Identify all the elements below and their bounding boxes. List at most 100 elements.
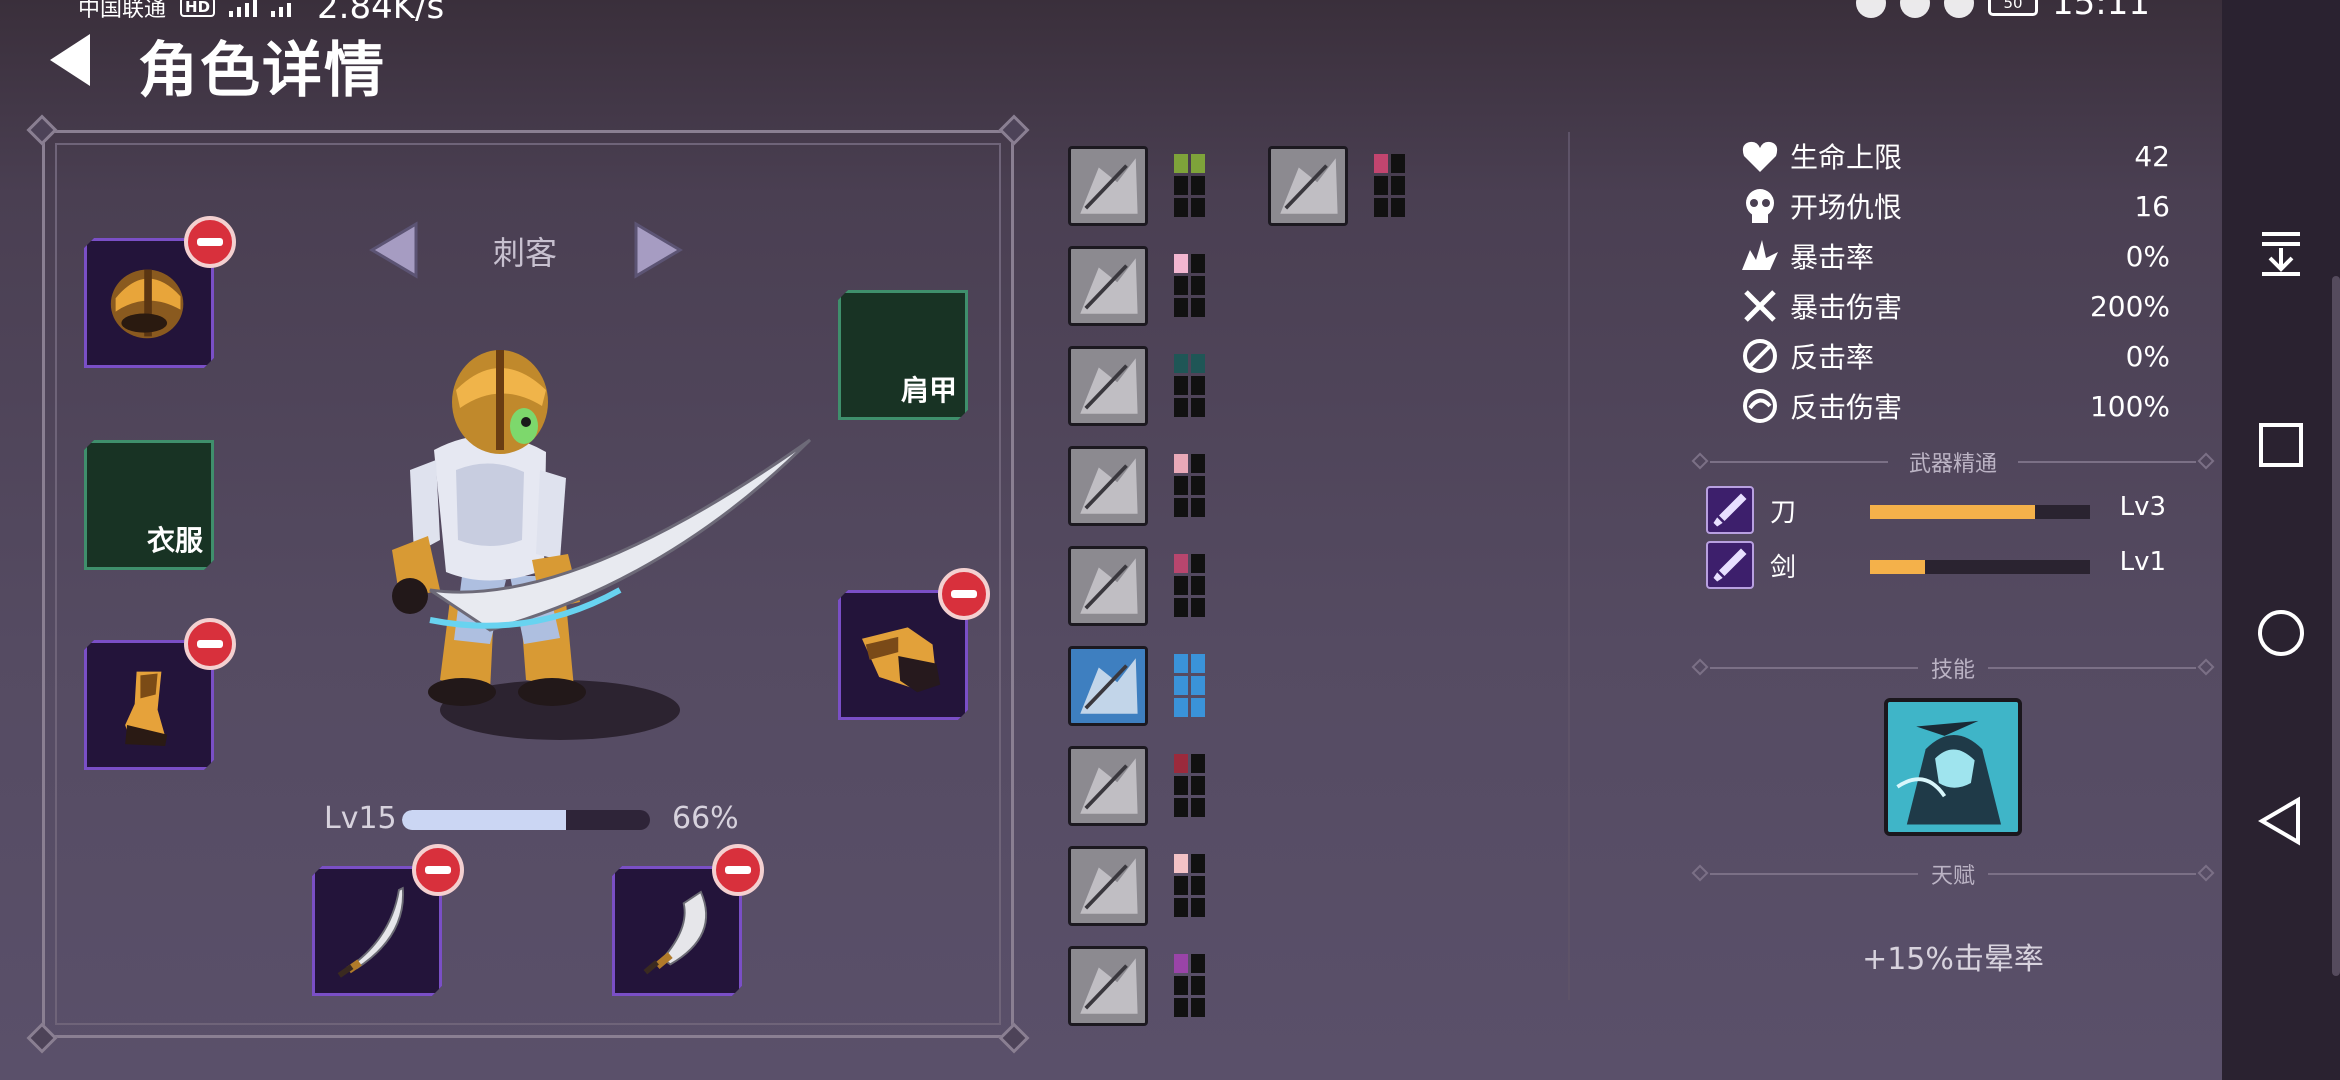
level-pip [1374,154,1388,173]
level-pip [1191,976,1205,995]
level-pip [1174,154,1188,173]
wifi-signal-icon [271,0,292,17]
level-pip [1174,298,1188,317]
active-skill-button[interactable] [1884,698,2022,836]
net-speed: 2.84K/s [317,0,445,27]
square-icon [2259,423,2303,467]
level-pip [1174,676,1188,695]
equip-slot-clothing[interactable]: 衣服 [84,440,214,570]
feather-blade-icon [1068,446,1148,526]
stat-value: 100% [2089,389,2170,423]
skill-item[interactable] [1068,246,1205,326]
skill-item[interactable] [1068,746,1205,826]
nav-recents-button[interactable] [2256,420,2306,470]
mastery-row-sword[interactable]: 剑 Lv1 [1706,541,2186,591]
skill-item[interactable] [1068,446,1205,526]
level-pip [1391,176,1405,195]
back-arrow-icon [50,34,90,86]
shattered-rock-icon [1068,346,1148,426]
nav-back-button[interactable] [2256,796,2306,846]
level-pip [1191,376,1205,395]
equip-slot-helmet[interactable] [84,238,214,368]
carrier-label: 中国联通 [78,0,167,22]
claw-slash-icon [1068,546,1148,626]
level-label: Lv15 [324,801,397,836]
skill-level-pips [1174,154,1205,217]
class-prev-button[interactable] [368,220,420,280]
skill-level-pips [1374,154,1405,217]
stat-label: 暴击伤害 [1790,291,1903,324]
header-line [2018,461,2196,463]
level-pip [1191,354,1205,373]
level-pip [1374,176,1388,195]
level-pip [1391,198,1405,217]
triangle-right-icon [634,221,683,279]
mastery-row-blade[interactable]: 刀 Lv3 [1706,486,2186,536]
level-pip [1174,698,1188,717]
level-pip [1174,498,1188,517]
equip-slot-shoulder[interactable]: 肩甲 [838,290,968,420]
crossed-swords-icon [1740,286,1780,326]
mastery-progress-bar [1870,560,2090,574]
unequip-weapon-off-button[interactable] [712,844,764,896]
skill-item[interactable] [1068,946,1205,1026]
gauntlet-icon [841,593,965,717]
level-pip [1191,254,1205,273]
flexing-arm-icon [1068,146,1148,226]
skill-item[interactable] [1068,846,1205,926]
skill-item[interactable] [1068,646,1205,726]
skill-item[interactable] [1068,146,1205,226]
weapon-mastery-header: 武器精通 [1690,444,2216,480]
mastery-progress-fill [1870,505,2035,519]
unequip-helmet-button[interactable] [184,216,236,268]
helmet-icon [87,241,211,365]
unequip-boots-button[interactable] [184,618,236,670]
panel-corner-ornament [998,114,1030,146]
skill-item[interactable] [1268,146,1405,226]
level-pip [1174,898,1188,917]
column-divider [1568,132,1570,1000]
stat-value: 0% [2125,239,2170,273]
level-pip [1174,254,1188,273]
header-line [1710,873,1918,875]
equip-slot-boots[interactable] [84,640,214,770]
unequip-gloves-button[interactable] [938,568,990,620]
nav-home-button[interactable] [2256,608,2306,658]
level-pip [1174,476,1188,495]
level-pip [1174,598,1188,617]
status-bar-right: 50 15:11 [1856,0,2150,23]
level-pip [1191,554,1205,573]
unequip-weapon-main-button[interactable] [412,844,464,896]
level-pip [1191,898,1205,917]
level-pip [1174,854,1188,873]
level-pip [1191,576,1205,595]
level-pip [1174,654,1188,673]
skill-level-pips [1174,254,1205,317]
level-pip [1391,154,1405,173]
mastery-name: 刀 [1770,498,1797,528]
stat-label: 反击率 [1790,341,1875,374]
counter-swirl-icon [1740,386,1780,426]
equip-slot-gloves[interactable] [838,590,968,720]
level-pip [1174,998,1188,1017]
back-button[interactable] [44,30,104,90]
level-pip [1174,976,1188,995]
skill-item[interactable] [1068,546,1205,626]
skill-item[interactable] [1068,346,1205,426]
stat-value: 0% [2125,339,2170,373]
level-pip [1174,354,1188,373]
skill-section-title: 技能 [1930,658,1975,683]
skill-level-pips [1174,454,1205,517]
scrollbar[interactable] [2332,276,2340,976]
character-panel [26,114,1030,1054]
critical-burst-icon [1740,236,1780,276]
stat-row: 反击率 0% [1740,334,2170,378]
ghost-statue-icon [1268,146,1348,226]
level-pip [1174,198,1188,217]
level-pip [1174,576,1188,595]
nav-pull-down-button[interactable] [2256,228,2306,278]
class-next-button[interactable] [632,220,684,280]
mastery-level: Lv1 [2119,547,2166,577]
